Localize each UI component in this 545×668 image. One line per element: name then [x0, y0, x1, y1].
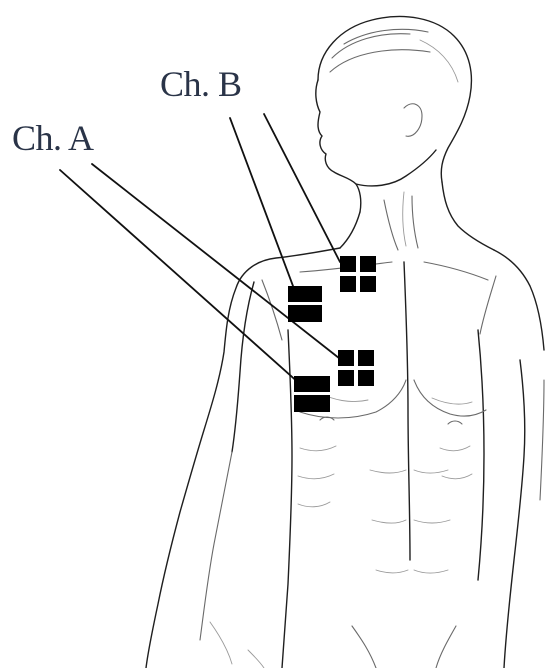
channel-b-leads — [230, 114, 340, 294]
ch-b-rect-electrode — [288, 286, 322, 322]
ch-b-quad-electrode — [340, 256, 376, 292]
ch-b-lead-to-rect-pad — [230, 118, 296, 294]
channel-a-label: Ch. A — [12, 120, 94, 156]
torso-outline — [146, 248, 544, 668]
channel-a-leads — [60, 164, 344, 384]
ch-a-rect-electrode — [294, 376, 330, 412]
ch-a-lead-to-quad-pad — [92, 164, 344, 362]
neck-outline — [340, 182, 494, 250]
chest-detail — [210, 262, 496, 668]
head-outline — [316, 17, 472, 212]
ch-a-lead-to-rect-pad — [60, 170, 300, 384]
channel-b-label: Ch. B — [160, 66, 242, 102]
ch-a-quad-electrode — [338, 350, 374, 386]
